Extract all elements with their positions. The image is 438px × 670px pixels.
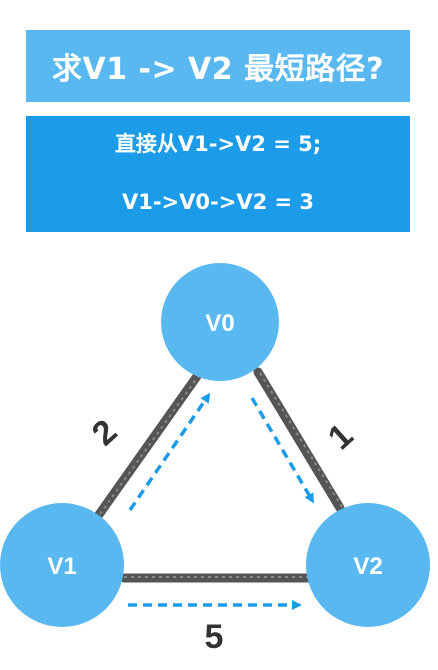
node-v2-label: V2 [353,553,382,580]
edge-v1-v2 [119,573,317,583]
arrow-v1-to-v0 [128,392,211,511]
info-direct-path: 直接从V1->V2 = 5; [114,132,322,156]
weight-v1-v0: 2 [85,412,124,453]
info-panel: 直接从V1->V2 = 5; V1->V0->V2 = 3 [26,116,410,232]
node-v0: V0 [161,263,279,381]
node-v2: V2 [306,503,430,627]
edge-v0-v2 [253,367,345,513]
weight-v1-v2: 5 [205,618,224,656]
info-via-v0-path: V1->V0->V2 = 3 [121,190,315,214]
edge-v1-v0 [93,367,205,521]
node-v0-label: V0 [205,310,234,337]
node-v1: V1 [0,503,124,627]
node-v1-label: V1 [47,553,76,580]
weight-v0-v2: 1 [321,416,360,457]
title-banner: 求V1 -> V2 最短路径? [26,30,410,102]
arrow-v0-to-v2 [250,397,315,504]
title-text: 求V1 -> V2 最短路径? [51,52,384,87]
